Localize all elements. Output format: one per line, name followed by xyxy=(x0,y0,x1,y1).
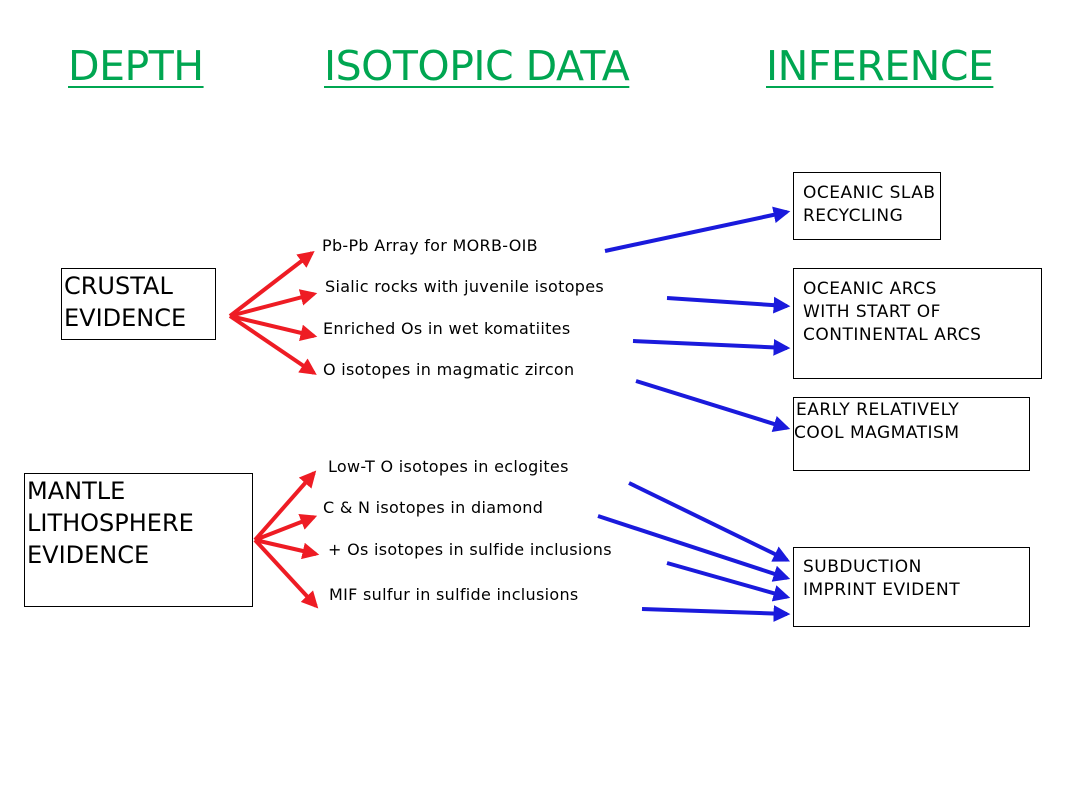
red-arrow-crustal-1 xyxy=(228,250,315,318)
inference-cool-line-1: EARLY RELATIVELY xyxy=(796,400,960,420)
red-arrow-crustal-2 xyxy=(229,289,318,318)
evidence-c-n-isotopes: C & N isotopes in diamond xyxy=(323,498,544,517)
evidence-mif-sulfur: MIF sulfur in sulfide inclusions xyxy=(329,585,579,604)
red-arrow-mantle-3 xyxy=(254,538,320,560)
evidence-os-isotopes-sulfide: + Os isotopes in sulfide inclusions xyxy=(328,540,612,559)
mantle-evidence-line-1: MANTLE xyxy=(27,477,126,505)
inference-cool-magmatism-box: EARLY RELATIVELY COOL MAGMATISM xyxy=(793,397,1030,471)
heading-inference: INFERENCE xyxy=(766,42,994,90)
heading-isotopic-data: ISOTOPIC DATA xyxy=(324,42,630,90)
blue-arrow-mif-to-subduction xyxy=(641,605,791,622)
mantle-evidence-line-3: EVIDENCE xyxy=(27,541,150,569)
inference-oceanic-slab-box: OCEANIC SLAB RECYCLING xyxy=(793,172,941,240)
blue-arrow-sulfide-os-to-subduction xyxy=(666,561,791,602)
evidence-enriched-os: Enriched Os in wet komatiites xyxy=(323,319,571,338)
inference-subduction-line-1: SUBDUCTION xyxy=(803,557,922,577)
blue-arrow-pb-pb-to-slab xyxy=(604,206,791,253)
evidence-pb-pb-array: Pb-Pb Array for MORB-OIB xyxy=(322,236,538,255)
inference-subduction-box: SUBDUCTION IMPRINT EVIDENT xyxy=(793,547,1030,627)
blue-arrow-diamond-to-subduction xyxy=(597,514,791,582)
inference-slab-line-1: OCEANIC SLAB xyxy=(803,183,936,203)
crustal-evidence-box: CRUSTAL EVIDENCE xyxy=(61,268,216,340)
inference-arcs-line-2: WITH START OF xyxy=(803,302,941,322)
inference-arcs-line-1: OCEANIC ARCS xyxy=(803,279,937,299)
evidence-o-isotopes-zircon: O isotopes in magmatic zircon xyxy=(323,360,575,379)
evidence-sialic-rocks: Sialic rocks with juvenile isotopes xyxy=(325,277,605,296)
inference-slab-line-2: RECYCLING xyxy=(803,206,904,226)
red-arrow-mantle-1 xyxy=(253,470,317,542)
inference-subduction-line-2: IMPRINT EVIDENT xyxy=(803,580,961,600)
heading-depth: DEPTH xyxy=(68,42,204,90)
crustal-evidence-line-2: EVIDENCE xyxy=(64,304,187,332)
inference-arcs-line-3: CONTINENTAL ARCS xyxy=(803,325,982,345)
red-arrow-mantle-4 xyxy=(253,538,319,609)
blue-arrow-sialic-to-arcs xyxy=(666,296,791,314)
blue-arrow-zircon-to-cool xyxy=(635,379,791,433)
red-arrow-crustal-4 xyxy=(228,314,317,375)
mantle-lithosphere-evidence-box: MANTLE LITHOSPHERE EVIDENCE xyxy=(24,473,253,607)
crustal-evidence-line-1: CRUSTAL xyxy=(64,272,173,300)
blue-arrow-eclogites-to-subduction xyxy=(628,481,791,562)
evidence-low-t-o-isotopes: Low-T O isotopes in eclogites xyxy=(328,457,569,476)
inference-oceanic-arcs-box: OCEANIC ARCS WITH START OF CONTINENTAL A… xyxy=(793,268,1042,379)
inference-cool-line-2: COOL MAGMATISM xyxy=(794,423,960,443)
mantle-evidence-line-2: LITHOSPHERE xyxy=(27,509,194,537)
blue-arrow-os-to-arcs xyxy=(632,338,791,356)
red-arrow-crustal-3 xyxy=(229,314,318,342)
red-arrow-mantle-2 xyxy=(254,514,318,542)
